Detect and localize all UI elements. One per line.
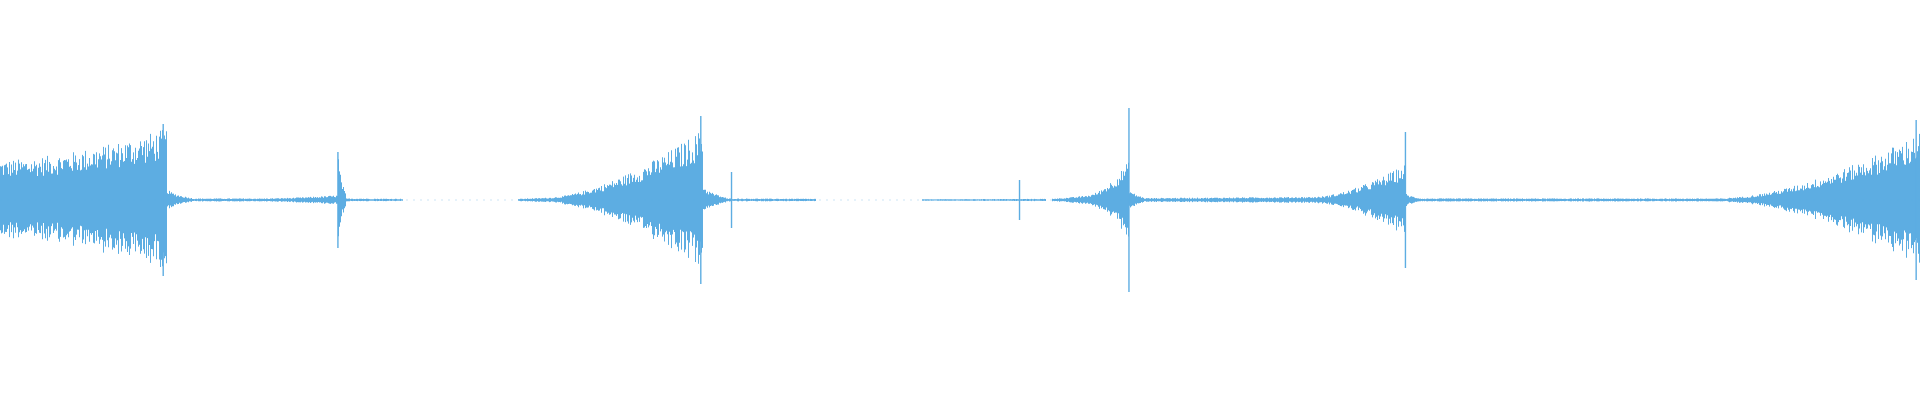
waveform-trace <box>0 108 1920 292</box>
